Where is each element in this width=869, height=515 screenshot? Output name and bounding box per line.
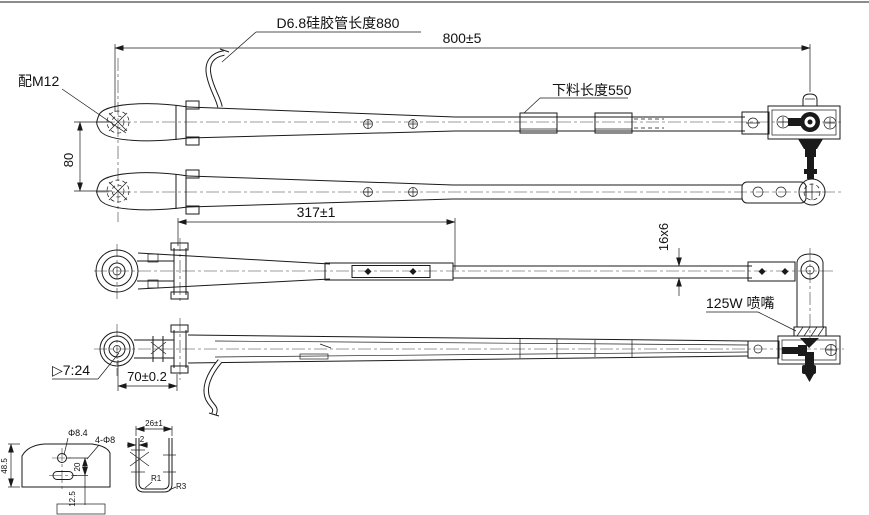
dim-head-length: 70±0.2 bbox=[117, 360, 178, 391]
label-nozzle: 125W 喷嘴 bbox=[706, 295, 797, 332]
label-taper-ratio: ▷7:24 bbox=[52, 352, 120, 380]
view-bottom-arm bbox=[94, 318, 844, 417]
dim-clamp-length-text: 317±1 bbox=[297, 204, 336, 220]
label-silicone-tube-text: D6.8硅胶管长度880 bbox=[277, 15, 400, 31]
plate-edge-distance-text: 12.5 bbox=[68, 491, 77, 507]
plate-corner-holes-text: 4-Φ8 bbox=[95, 435, 115, 445]
dim-rod-section-text: 16x6 bbox=[656, 223, 671, 251]
detail-plate: Φ8.4 4-Φ8 48.5 20 12.5 bbox=[0, 428, 115, 507]
channel-thickness-text: 2 bbox=[140, 435, 145, 444]
label-pivot-thread: 配M12 bbox=[18, 73, 127, 134]
silicone-tube-bottom-view bbox=[203, 359, 223, 417]
detail-channel: 26±1 2 R1 R3 bbox=[127, 419, 187, 493]
dim-clamp-length: 317±1 bbox=[177, 204, 456, 270]
dim-overall-length-text: 800±5 bbox=[443, 30, 482, 46]
plate-center-hole-text: Φ8.4 bbox=[68, 428, 88, 438]
view-top-arm bbox=[96, 48, 842, 222]
plate-height-text: 48.5 bbox=[0, 458, 9, 474]
dim-head-length-text: 70±0.2 bbox=[127, 369, 167, 384]
dim-arm-spacing: 80 bbox=[61, 121, 112, 192]
channel-outer-radius-text: R3 bbox=[176, 482, 187, 491]
link-plate-second-view bbox=[741, 178, 826, 206]
label-blank-length: 下料长度550 bbox=[523, 82, 632, 114]
nozzle-bracket-bottom-view bbox=[747, 335, 841, 382]
view-second-arm bbox=[96, 169, 842, 215]
label-blank-length-text: 下料长度550 bbox=[552, 82, 632, 98]
channel-inner-radius-text: R1 bbox=[151, 474, 162, 483]
label-nozzle-text: 125W 喷嘴 bbox=[706, 295, 774, 311]
dim-arm-spacing-text: 80 bbox=[61, 153, 76, 167]
label-pivot-thread-text: 配M12 bbox=[18, 73, 59, 89]
dim-rod-section: 16x6 bbox=[656, 223, 682, 296]
channel-width-text: 26±1 bbox=[145, 419, 163, 428]
dim-overall-length: 800±5 bbox=[114, 30, 811, 112]
label-taper-ratio-text: ▷7:24 bbox=[52, 362, 90, 378]
view-side-arm bbox=[94, 238, 836, 340]
silicone-tube-top-view bbox=[205, 48, 230, 108]
nozzle-bracket-top-view bbox=[741, 93, 841, 179]
plate-hole-spacing-text: 20 bbox=[73, 462, 82, 471]
label-silicone-tube: D6.8硅胶管长度880 bbox=[221, 15, 421, 63]
